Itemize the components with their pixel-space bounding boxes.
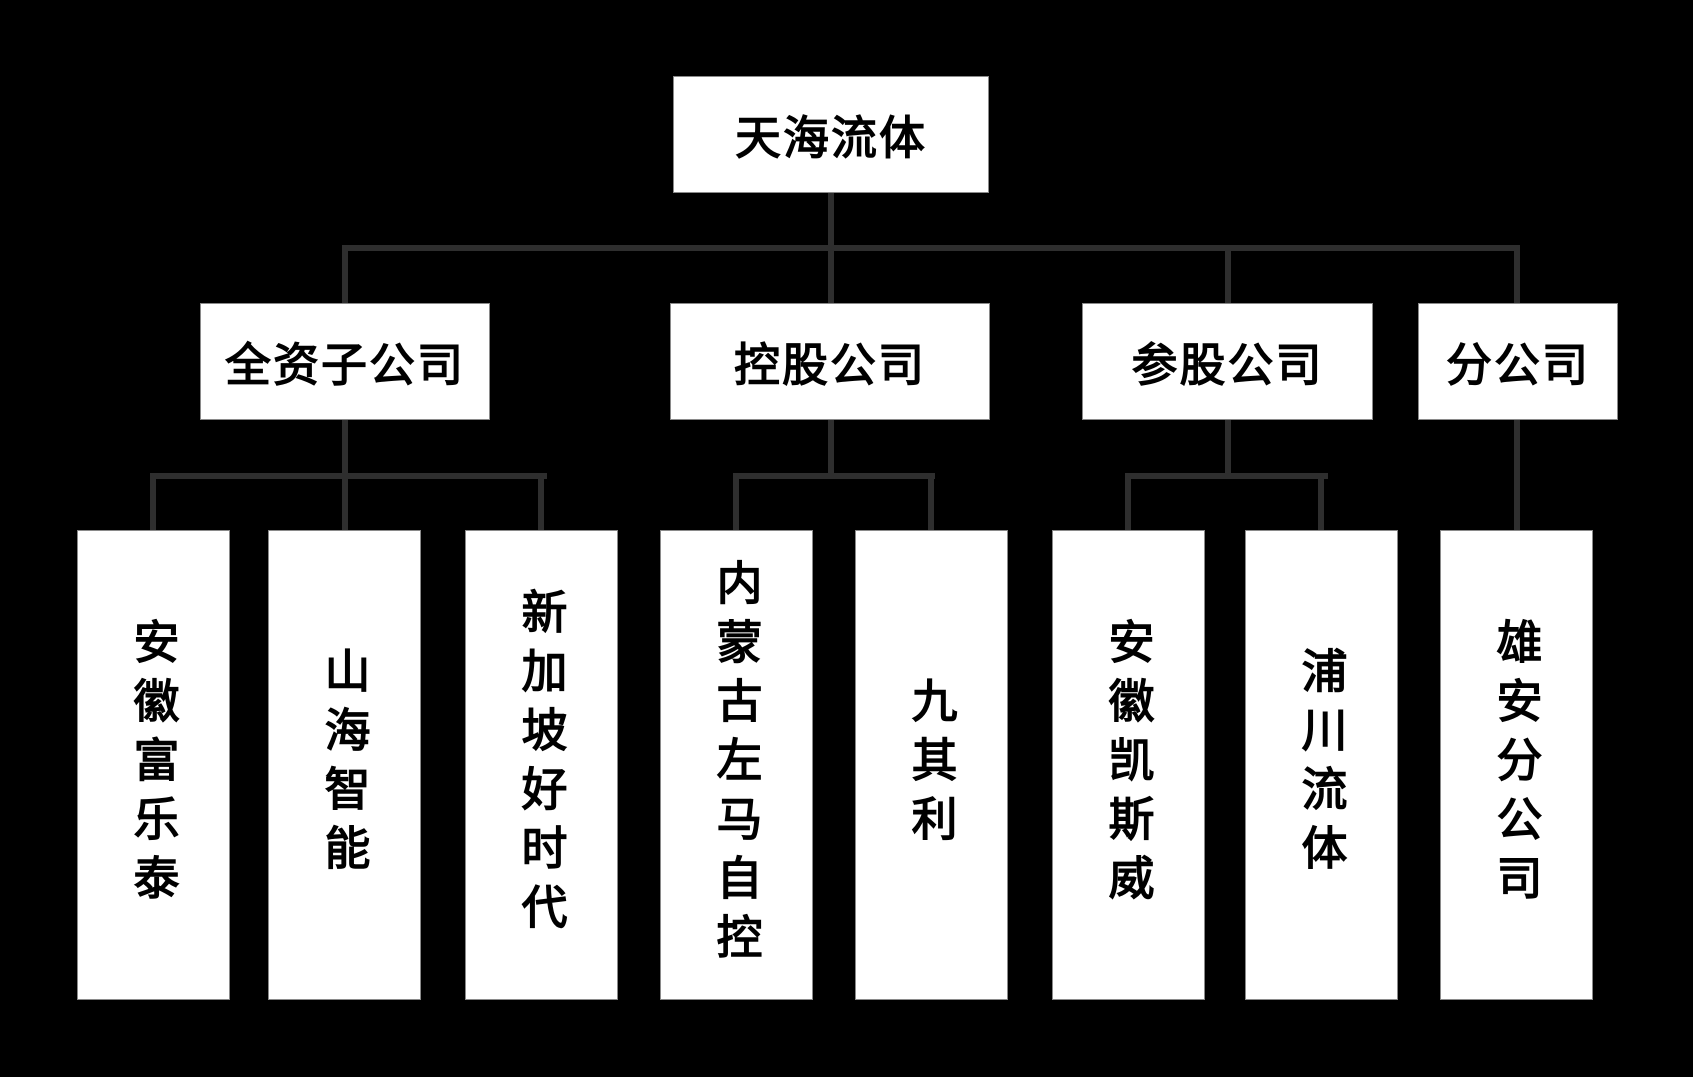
org-node-label: 山海智能 [318,647,371,883]
org-node-label: 分公司 [1446,338,1590,391]
org-node-label: 浦川流体 [1295,647,1348,883]
org-node-leaf-anhui-kaisiwei: 安徽凯斯威 [1052,530,1205,1000]
connector-group0-drop-left [150,473,156,530]
org-node-root-label: 天海流体 [735,111,927,164]
connector-drop-group2 [1225,251,1231,303]
org-node-leaf-xiongan-branch: 雄安分公司 [1440,530,1593,1000]
org-node-leaf-jiuqili: 九其利 [855,530,1008,1000]
org-node-label: 内蒙古左马自控 [710,558,763,972]
org-node-label: 参股公司 [1131,338,1324,391]
connector-drop-group3 [1514,251,1520,303]
org-node-leaf-neimenggu-zuoma-zikong: 内蒙古左马自控 [660,530,813,1000]
org-node-leaf-puchuan-liuti: 浦川流体 [1245,530,1398,1000]
org-node-branch-company: 分公司 [1418,303,1618,420]
org-node-leaf-singapore-haoshidai: 新加坡好时代 [465,530,618,1000]
connector-group2-drop-left [1125,473,1131,530]
org-node-label: 雄安分公司 [1490,617,1543,913]
connector-group1-drop-right [928,473,934,530]
connector-group1-horizontal [733,473,935,479]
connector-group2-drop-right [1318,473,1324,530]
org-node-label: 九其利 [905,676,958,854]
org-node-holding-company: 控股公司 [670,303,990,420]
connector-group1-vertical [828,420,834,479]
org-node-label: 新加坡好时代 [515,588,568,942]
org-node-wholly-owned-subsidiary: 全资子公司 [200,303,490,420]
connector-group3-vertical [1514,420,1520,530]
connector-group1-drop-left [733,473,739,530]
connector-root-vertical [828,193,834,251]
connector-group0-horizontal [150,473,547,479]
org-node-leaf-shanhai-zhineng: 山海智能 [268,530,421,1000]
connector-drop-group0 [342,251,348,303]
org-node-label: 安徽富乐泰 [127,617,180,913]
org-node-root: 天海流体 [673,76,989,193]
connector-group2-horizontal [1125,473,1328,479]
org-node-label: 全资子公司 [225,338,465,391]
connector-level1-horizontal [342,245,1520,251]
org-node-label: 安徽凯斯威 [1102,617,1155,913]
connector-group2-vertical [1225,420,1231,479]
connector-group0-drop-right [538,473,544,530]
connector-drop-group1 [828,251,834,303]
org-node-equity-participation-company: 参股公司 [1082,303,1373,420]
org-node-label: 控股公司 [734,338,926,391]
org-node-leaf-anhui-fuletai: 安徽富乐泰 [77,530,230,1000]
